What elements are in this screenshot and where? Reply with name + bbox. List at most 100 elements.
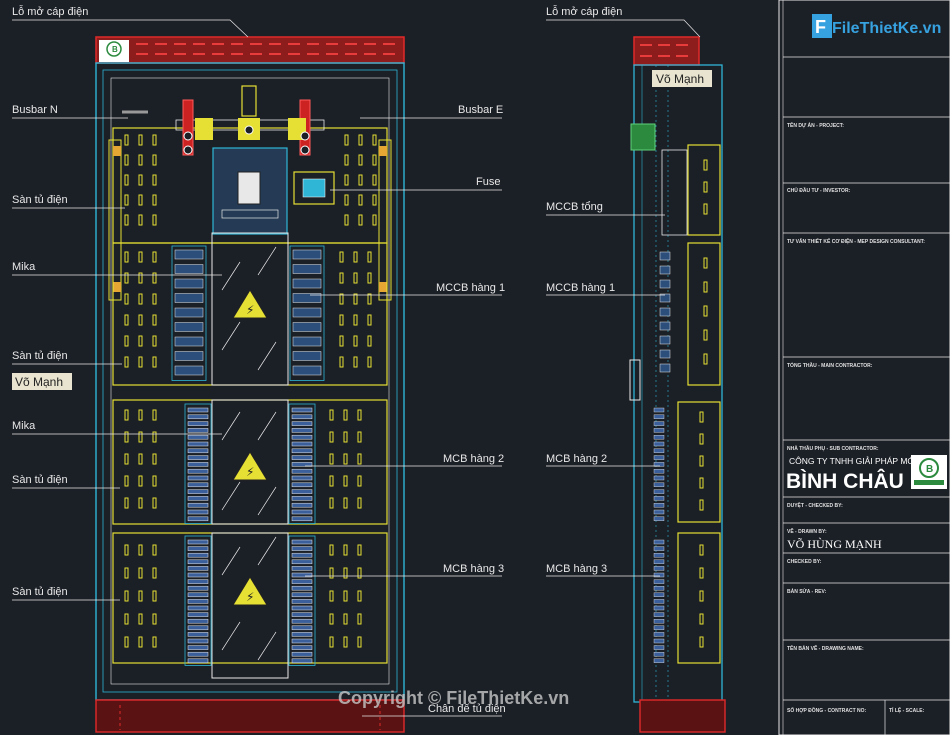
floor-slot	[329, 475, 334, 487]
floor-slot	[357, 475, 362, 487]
breaker	[291, 489, 313, 494]
floor-slot	[138, 314, 143, 326]
front-view: B	[95, 36, 405, 733]
breaker	[174, 365, 204, 376]
breaker	[291, 599, 313, 604]
breaker	[291, 566, 313, 571]
floor-slot	[357, 567, 362, 579]
breaker	[292, 249, 322, 260]
tb-author: VÕ HÙNG MẠNH	[787, 537, 882, 551]
floor-slot	[138, 544, 143, 556]
floor-slot	[124, 356, 129, 368]
breaker	[291, 612, 313, 617]
breaker	[187, 468, 209, 474]
floor-slot	[367, 293, 372, 305]
breaker	[187, 414, 209, 420]
floor-slot	[358, 174, 363, 186]
floor-slot	[703, 329, 708, 341]
breaker	[653, 553, 665, 558]
breaker	[653, 625, 665, 630]
floor-slot	[367, 314, 372, 326]
company-logo-icon	[99, 40, 129, 62]
floor-slot	[343, 497, 348, 509]
floor-slot	[138, 409, 143, 421]
floor-slot	[358, 194, 363, 206]
floor-slot	[152, 567, 157, 579]
floor-slot	[339, 335, 344, 347]
breaker	[187, 489, 209, 494]
floor-slot	[703, 281, 708, 293]
floor-slot	[372, 134, 377, 146]
floor-slot	[138, 636, 143, 648]
floor-slot	[343, 544, 348, 556]
breaker	[659, 349, 671, 359]
floor-slot	[699, 613, 704, 625]
breaker-column	[288, 403, 316, 524]
breaker	[653, 407, 665, 413]
breaker-column	[289, 245, 325, 381]
floor-slot	[703, 305, 708, 317]
floor-slot	[344, 214, 349, 226]
label-side-mccb-main: MCCB tổng	[546, 201, 603, 213]
breaker	[292, 365, 322, 376]
label-fuse: Fuse	[476, 176, 500, 188]
floor-slot	[152, 475, 157, 487]
breaker	[187, 579, 209, 584]
floor-slot	[138, 453, 143, 465]
floor-slot	[138, 134, 143, 146]
floor-slot	[152, 356, 157, 368]
breaker	[187, 475, 209, 481]
floor-slot	[367, 272, 372, 284]
floor-slot	[339, 293, 344, 305]
floor-slot	[357, 636, 362, 648]
breaker	[174, 336, 204, 347]
side-busbar	[630, 123, 656, 151]
floor-slot	[703, 159, 708, 171]
floor-slot	[152, 613, 157, 625]
breaker	[653, 658, 665, 663]
floor-slot	[699, 455, 704, 467]
breaker	[187, 572, 209, 578]
floor-slot	[138, 272, 143, 284]
breaker	[187, 516, 209, 522]
breaker	[187, 638, 209, 644]
breaker	[187, 585, 209, 591]
floor-slot	[353, 251, 358, 263]
breaker	[187, 552, 209, 558]
floor-slot	[138, 475, 143, 487]
floor-slot	[339, 356, 344, 368]
tb-main-contractor: TỔNG THẦU - MAIN CONTRACTOR:	[787, 362, 873, 369]
floor-slot	[124, 636, 129, 648]
breaker	[653, 475, 665, 481]
breaker	[291, 645, 313, 650]
breaker	[653, 469, 665, 474]
breaker	[653, 592, 665, 597]
tb-drawn: VẼ - DRAWN BY:	[787, 528, 827, 535]
breaker	[292, 278, 322, 289]
label-floor-1: Sàn tủ điện	[12, 194, 68, 206]
breaker	[291, 482, 313, 488]
floor-slot	[124, 194, 129, 206]
floor-slot	[152, 453, 157, 465]
warning-icon: ⚡	[232, 289, 268, 319]
floor-slot	[343, 636, 348, 648]
floor-slot	[353, 356, 358, 368]
floor-slot	[152, 409, 157, 421]
tb-company-line: CÔNG TY TNHH GIẢI PHÁP MỚI	[789, 455, 917, 466]
floor-slot	[699, 544, 704, 556]
svg-text:⚡: ⚡	[246, 303, 254, 317]
floor-slot	[372, 214, 377, 226]
site-logo-text: FileThietKe.vn	[832, 20, 941, 37]
breaker	[291, 605, 313, 611]
floor-slot	[344, 174, 349, 186]
label-mcb-row-3: MCB hàng 3	[443, 563, 504, 575]
breaker	[187, 448, 209, 454]
floor-slot	[124, 431, 129, 443]
breaker	[291, 462, 313, 467]
breaker	[291, 448, 313, 454]
floor-slot	[357, 409, 362, 421]
breaker	[291, 579, 313, 584]
floor-slot	[152, 214, 157, 226]
breaker	[653, 428, 665, 433]
